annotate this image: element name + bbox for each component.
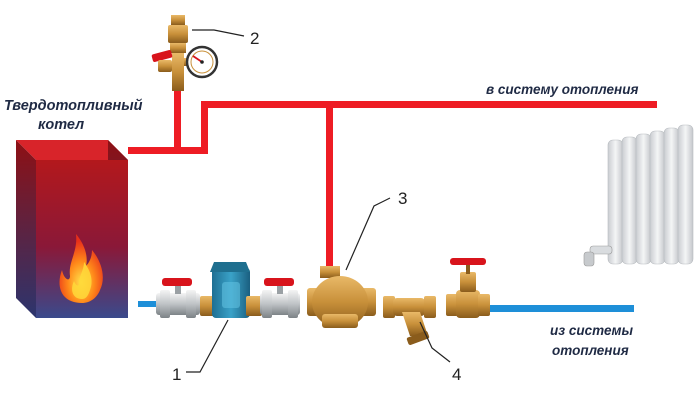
three-way-valve bbox=[307, 266, 376, 328]
safety-group bbox=[151, 15, 219, 91]
gate-valve bbox=[446, 258, 490, 318]
solid-fuel-boiler bbox=[16, 140, 128, 318]
callout-number-4: 4 bbox=[452, 365, 461, 384]
callout-number-2: 2 bbox=[250, 29, 259, 48]
boiler-label-line1: Твердотопливный bbox=[4, 98, 143, 114]
return-pipe bbox=[138, 301, 634, 312]
strainer-filter bbox=[383, 296, 436, 345]
from-heating-label-line2: отопления bbox=[552, 343, 629, 358]
circulation-pump bbox=[200, 262, 262, 318]
from-heating-label-line1: из системы bbox=[550, 323, 633, 338]
ball-valve-left bbox=[156, 278, 200, 318]
callout-number-1: 1 bbox=[172, 365, 181, 384]
ball-valve-right bbox=[260, 278, 300, 318]
text-labels: Твердотопливный котел в систему отоплени… bbox=[4, 29, 638, 384]
supply-pipe bbox=[128, 88, 657, 276]
callout-number-3: 3 bbox=[398, 189, 407, 208]
radiator bbox=[583, 124, 694, 267]
to-heating-label: в систему отопления bbox=[486, 82, 638, 97]
flame-icon bbox=[59, 234, 103, 303]
boiler-label-line2: котел bbox=[38, 117, 84, 133]
callout-leaders bbox=[186, 29, 451, 373]
pressure-gauge-icon bbox=[185, 45, 219, 79]
